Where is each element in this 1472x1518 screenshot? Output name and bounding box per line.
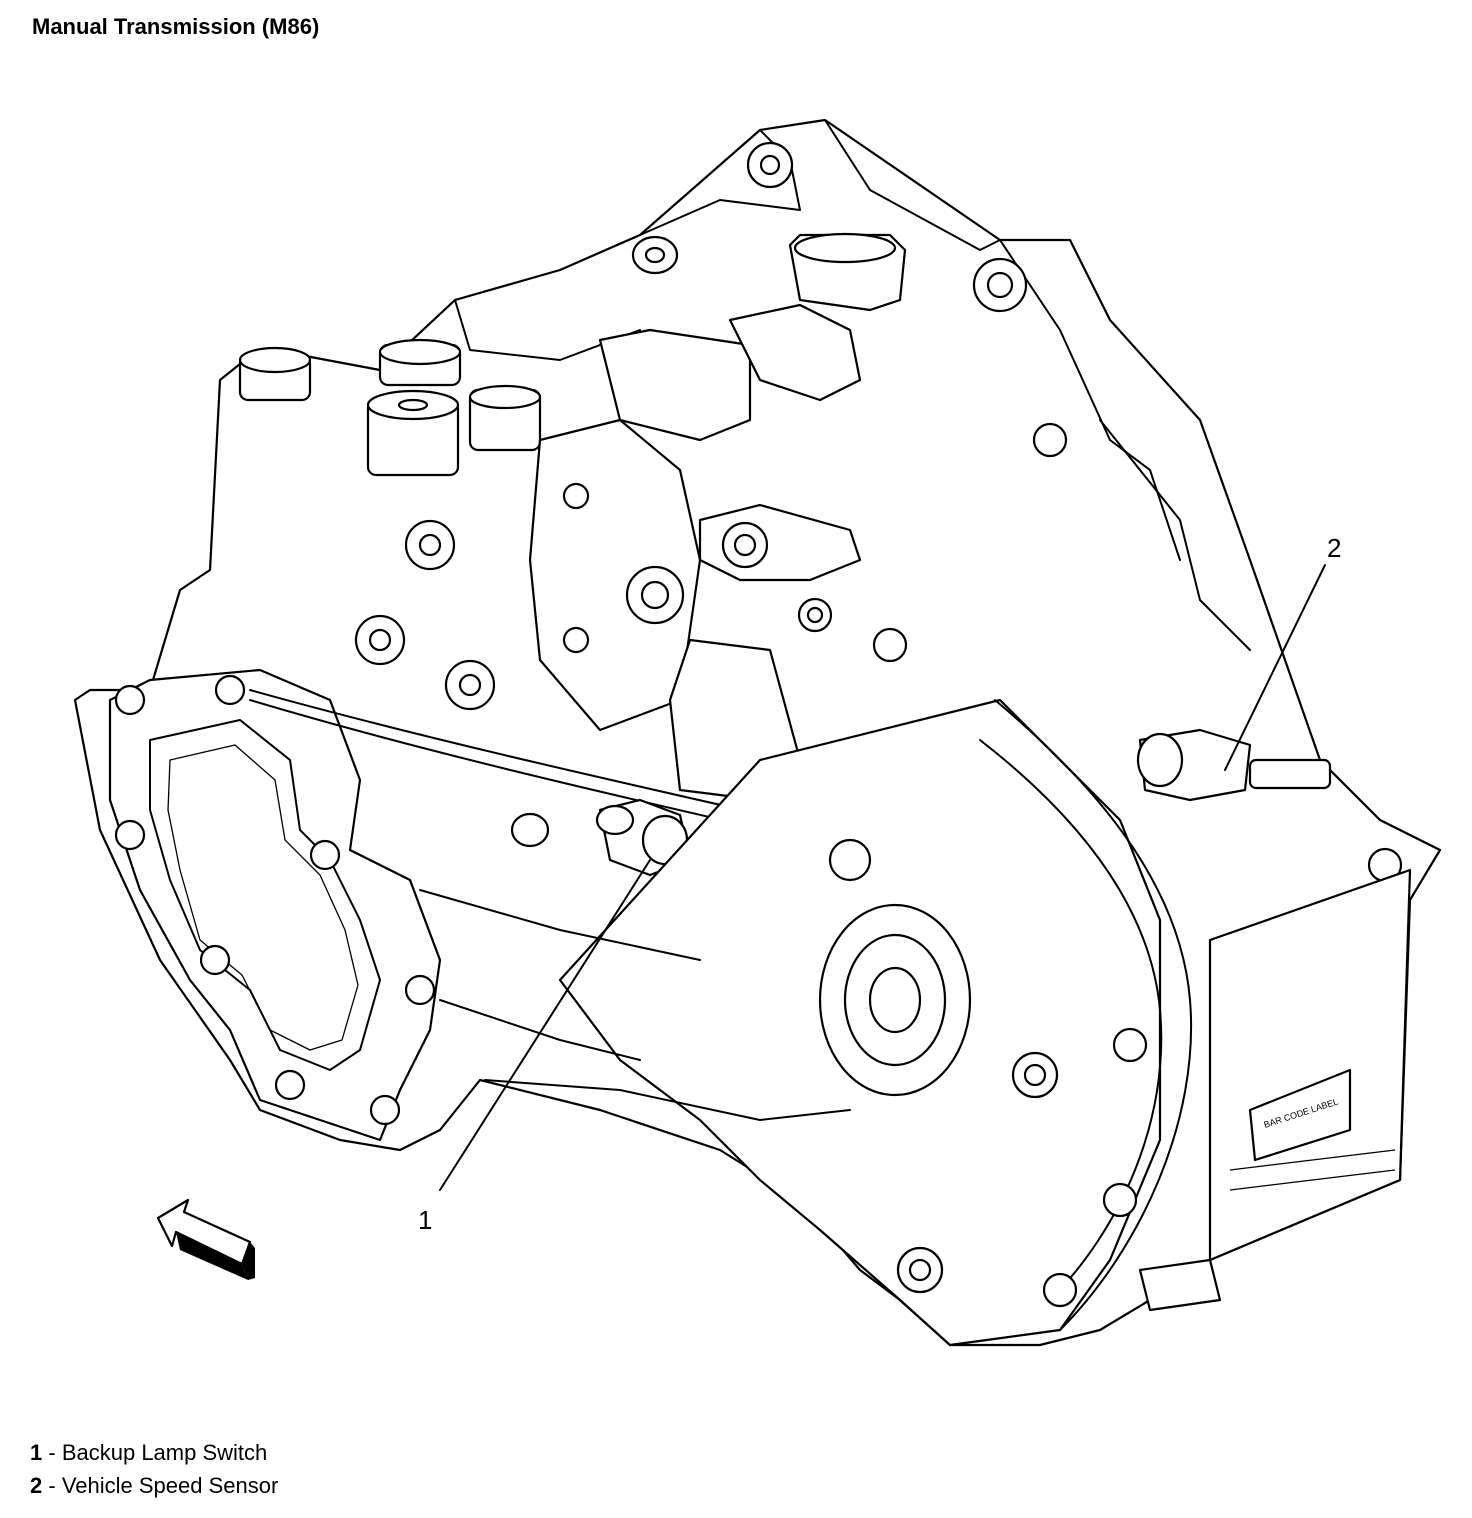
legend-separator: - (48, 1473, 62, 1498)
legend-item-2: 2 - Vehicle Speed Sensor (30, 1469, 278, 1502)
end-cover (108, 668, 442, 1142)
callout-number-1: 1 (418, 1205, 433, 1235)
vehicle-speed-sensor (1136, 728, 1332, 802)
callout-1-leader (439, 859, 651, 1191)
legend-label: Vehicle Speed Sensor (61, 1473, 279, 1498)
legend: 1 - Backup Lamp Switch 2 - Vehicle Speed… (30, 1436, 278, 1502)
legend-item-1: 1 - Backup Lamp Switch (30, 1436, 278, 1469)
callout-number-2: 2 (1327, 533, 1342, 563)
legend-number: 1 (30, 1440, 43, 1465)
legend-label: Backup Lamp Switch (61, 1440, 268, 1465)
diagram-title: Manual Transmission (M86) (32, 14, 320, 39)
end-cover-bolts (114, 674, 436, 1126)
arrow-left-icon (156, 1198, 255, 1280)
callout-2-leader (1224, 564, 1326, 771)
legend-separator: - (48, 1440, 62, 1465)
legend-number: 2 (30, 1473, 43, 1498)
case-bolts (872, 422, 1403, 1308)
